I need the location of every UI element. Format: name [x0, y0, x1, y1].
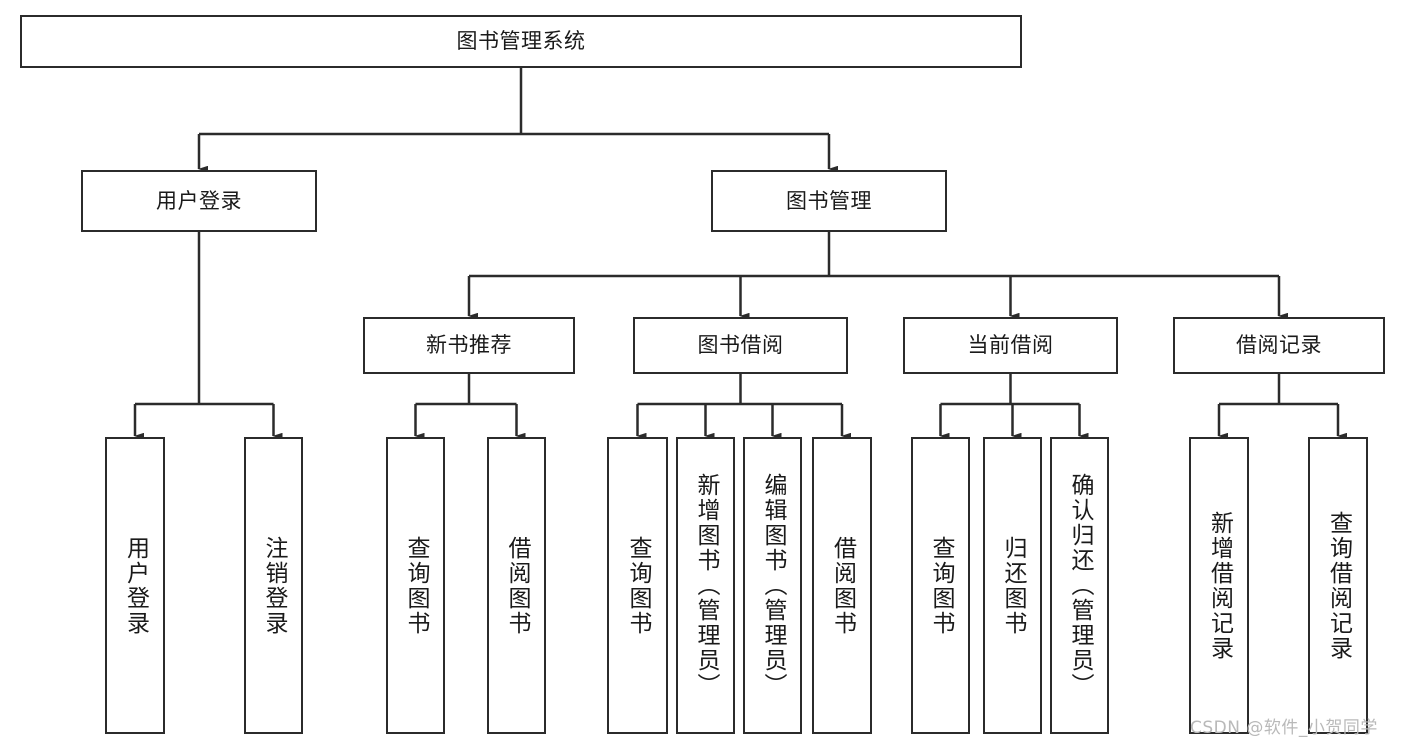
- node-current-borrow[interactable]: 当前借阅: [903, 317, 1118, 374]
- node-leaf-bb-edit[interactable]: 编辑图书（管理员）: [743, 437, 802, 734]
- node-label-leaf-cb-confirm: 确认归还（管理员）: [1067, 473, 1093, 698]
- node-leaf-user-logout[interactable]: 注销登录: [244, 437, 303, 734]
- node-book-borrow[interactable]: 图书借阅: [633, 317, 848, 374]
- node-label-leaf-bb-add: 新增图书（管理员）: [693, 473, 719, 698]
- node-leaf-user-login[interactable]: 用户登录: [105, 437, 165, 734]
- node-leaf-br-query[interactable]: 查询借阅记录: [1308, 437, 1368, 734]
- node-leaf-bb-borrow[interactable]: 借阅图书: [812, 437, 872, 734]
- node-label-leaf-bb-query: 查询图书: [625, 535, 651, 636]
- node-user-login[interactable]: 用户登录: [81, 170, 317, 232]
- node-label-book-borrow: 图书借阅: [697, 333, 784, 358]
- node-book-manage[interactable]: 图书管理: [711, 170, 947, 232]
- node-label-user-login: 用户登录: [156, 188, 242, 213]
- node-leaf-cb-return[interactable]: 归还图书: [983, 437, 1042, 734]
- node-leaf-bb-query[interactable]: 查询图书: [607, 437, 668, 734]
- node-label-leaf-user-logout: 注销登录: [261, 535, 287, 636]
- node-leaf-cb-confirm[interactable]: 确认归还（管理员）: [1050, 437, 1109, 734]
- node-new-book-rec[interactable]: 新书推荐: [363, 317, 575, 374]
- node-label-leaf-rec-query: 查询图书: [403, 535, 429, 636]
- node-borrow-record[interactable]: 借阅记录: [1173, 317, 1385, 374]
- node-label-leaf-cb-query: 查询图书: [928, 535, 954, 636]
- node-leaf-cb-query[interactable]: 查询图书: [911, 437, 970, 734]
- node-label-book-manage: 图书管理: [786, 188, 872, 213]
- node-label-leaf-bb-edit: 编辑图书（管理员）: [760, 473, 786, 698]
- node-label-current-borrow: 当前借阅: [967, 333, 1054, 358]
- node-label-leaf-cb-return: 归还图书: [1000, 535, 1026, 636]
- node-label-borrow-record: 借阅记录: [1236, 333, 1322, 358]
- node-label-leaf-br-add: 新增借阅记录: [1206, 510, 1233, 661]
- node-label-leaf-rec-borrow: 借阅图书: [504, 535, 530, 636]
- node-leaf-br-add[interactable]: 新增借阅记录: [1189, 437, 1249, 734]
- node-leaf-rec-query[interactable]: 查询图书: [386, 437, 445, 734]
- node-label-leaf-br-query: 查询借阅记录: [1325, 510, 1352, 661]
- node-leaf-rec-borrow[interactable]: 借阅图书: [487, 437, 546, 734]
- node-leaf-bb-add[interactable]: 新增图书（管理员）: [676, 437, 735, 734]
- node-label-new-book-rec: 新书推荐: [426, 333, 512, 358]
- node-root[interactable]: 图书管理系统: [20, 15, 1022, 68]
- node-label-root: 图书管理系统: [456, 29, 586, 54]
- edge-paths: [133, 68, 1347, 440]
- node-label-leaf-user-login: 用户登录: [122, 535, 149, 636]
- node-label-leaf-bb-borrow: 借阅图书: [829, 535, 856, 636]
